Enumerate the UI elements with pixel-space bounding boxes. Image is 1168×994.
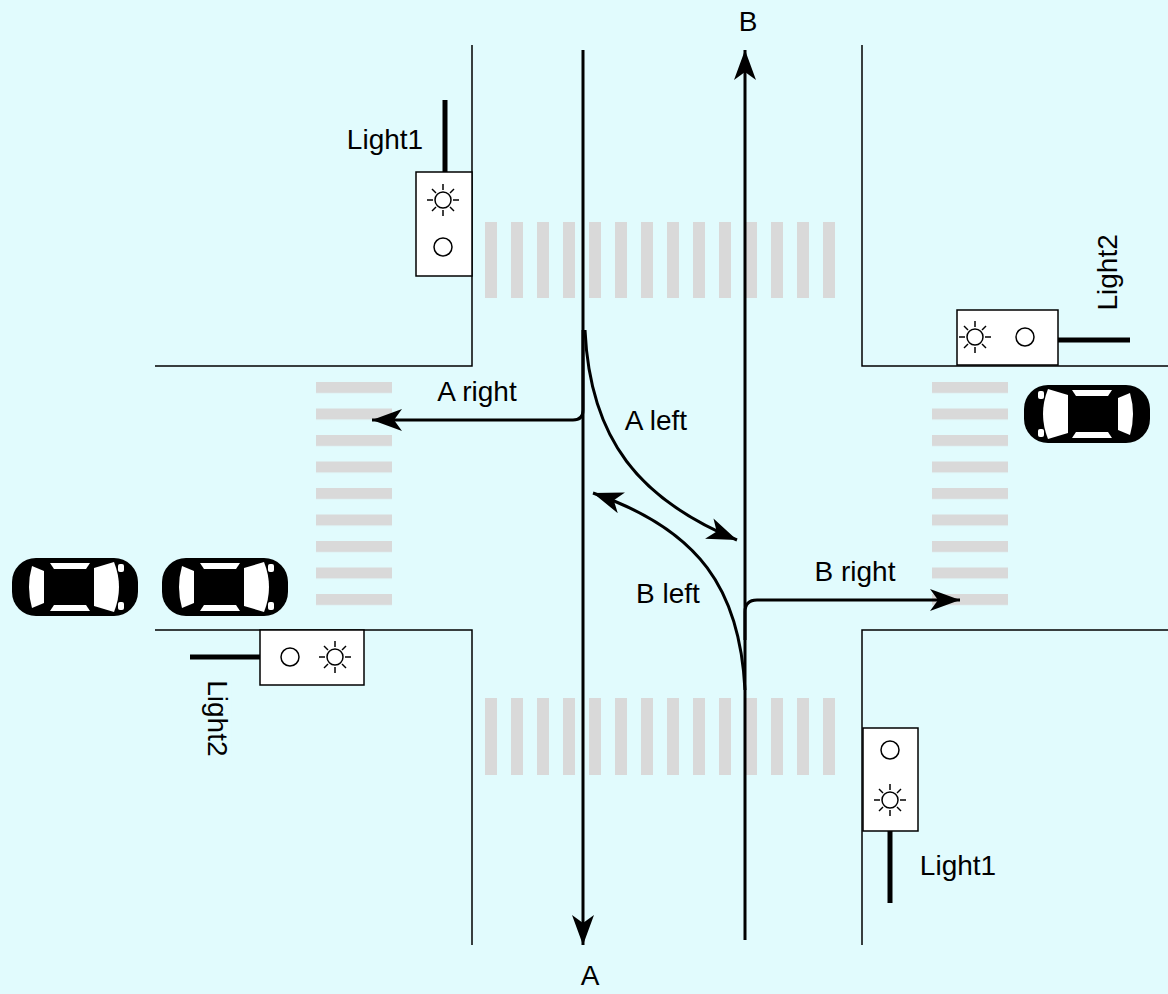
car: [162, 558, 288, 616]
crosswalk: [485, 698, 849, 775]
movement-label: A left: [623, 406, 689, 437]
light-label: Light2: [1093, 232, 1124, 312]
movement-label: B right: [813, 557, 898, 588]
movement-label: A right: [435, 377, 518, 408]
car: [1024, 385, 1150, 443]
travel-arrow: [372, 50, 960, 945]
crosswalk: [316, 382, 392, 618]
direction-label: B: [737, 7, 760, 38]
light-label: Light1: [345, 125, 425, 156]
crosswalk: [485, 222, 849, 298]
traffic-light: [863, 728, 918, 903]
direction-label: A: [579, 961, 602, 992]
crosswalk: [932, 382, 1008, 618]
car: [12, 558, 138, 616]
road-edge: [155, 45, 1168, 945]
movement-label: B left: [634, 579, 702, 610]
light-label: Light2: [201, 678, 232, 758]
traffic-light: [957, 310, 1130, 365]
traffic-light: [190, 630, 364, 685]
light-label: Light1: [918, 851, 998, 882]
